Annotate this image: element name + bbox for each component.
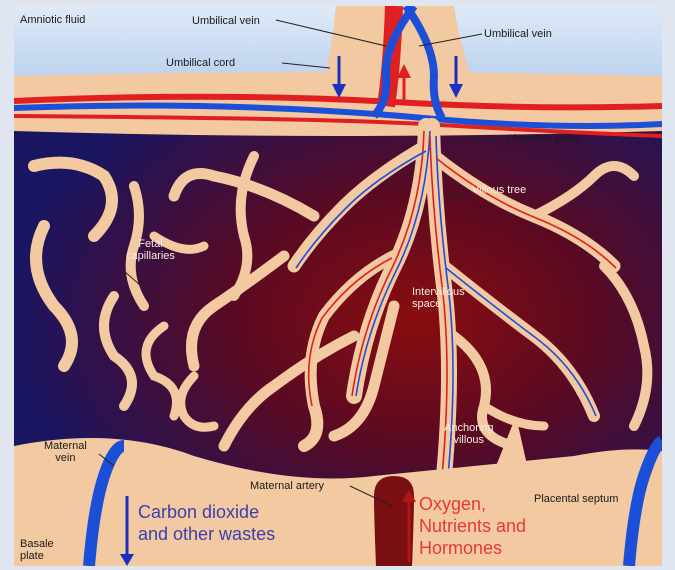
label-umbilical-vein-1: Umbilical vein xyxy=(192,15,260,27)
label-villous-tree: Villous tree xyxy=(472,184,526,196)
label-fetal-capillaries: Fetal capillaries xyxy=(126,238,175,262)
label-placental-septum: Placental septum xyxy=(534,493,618,505)
label-amniotic-fluid: Amniotic fluid xyxy=(20,14,85,26)
label-intervillous-space: Intervillous space xyxy=(412,286,465,310)
placenta-illustration xyxy=(14,6,662,566)
label-chorionic-plate: Chorionic plate xyxy=(506,133,579,145)
oxygen-nutrients-text: Oxygen, Nutrients and Hormones xyxy=(419,493,526,559)
label-anchoring-villous: Anchoring villous xyxy=(444,422,494,446)
label-basale-plate: Basale plate xyxy=(20,538,54,562)
label-umbilical-vein-2: Umbilical vein xyxy=(484,28,552,40)
co2-wastes-text: Carbon dioxide and other wastes xyxy=(138,501,275,545)
label-maternal-artery: Maternal artery xyxy=(250,480,324,492)
label-umbilical-cord: Umbilical cord xyxy=(166,57,235,69)
diagram-frame: Amniotic fluid Umbilical vein Umbilical … xyxy=(14,6,662,566)
label-maternal-vein: Maternal vein xyxy=(44,440,87,464)
